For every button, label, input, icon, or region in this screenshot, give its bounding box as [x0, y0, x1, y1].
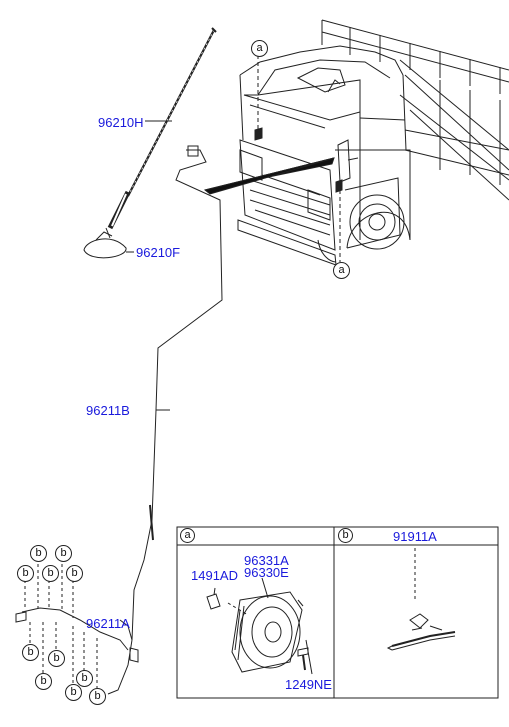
callout-b: b	[55, 545, 72, 562]
part-number-antenna-base: 96210F	[136, 245, 181, 260]
table-header-a: a	[180, 528, 195, 543]
callout-a-leaders	[257, 55, 341, 262]
antenna-base	[83, 227, 134, 259]
callout-b: b	[22, 644, 39, 661]
truck-illustration	[203, 19, 509, 266]
table-header-b: b	[338, 528, 353, 543]
callout-b: b	[48, 650, 65, 667]
part-number-speaker-1: 96331A	[244, 553, 289, 568]
part-number-speaker-2: 96330E	[244, 565, 289, 580]
clip-detail	[206, 587, 221, 610]
detail-table	[176, 526, 499, 699]
part-number-clip: 1491AD	[191, 568, 238, 583]
part-number-cable-tie: 91911A	[393, 529, 437, 544]
callout-b: b	[89, 688, 106, 705]
callout-a-bottom: a	[333, 262, 350, 279]
speaker-detail	[227, 577, 313, 675]
part-number-antenna-mast: 96210H	[98, 115, 144, 130]
antenna-mast	[107, 27, 217, 230]
callout-b-leaders	[24, 558, 98, 688]
callout-b: b	[30, 545, 47, 562]
callout-b: b	[76, 670, 93, 687]
callout-b: b	[65, 684, 82, 701]
part-number-screw: 1249NE	[285, 677, 332, 692]
extension-cable	[15, 607, 133, 651]
callout-a-top: a	[251, 40, 268, 57]
callout-b: b	[66, 565, 83, 582]
callout-b: b	[17, 565, 34, 582]
cable-tie-detail	[386, 548, 456, 651]
feeder-cable	[107, 145, 223, 695]
callout-b: b	[35, 673, 52, 690]
part-number-feeder-cable: 96211B	[86, 403, 130, 418]
part-number-extension-cable: 96211A	[86, 616, 130, 631]
screw-detail	[297, 647, 309, 671]
callout-b: b	[42, 565, 59, 582]
